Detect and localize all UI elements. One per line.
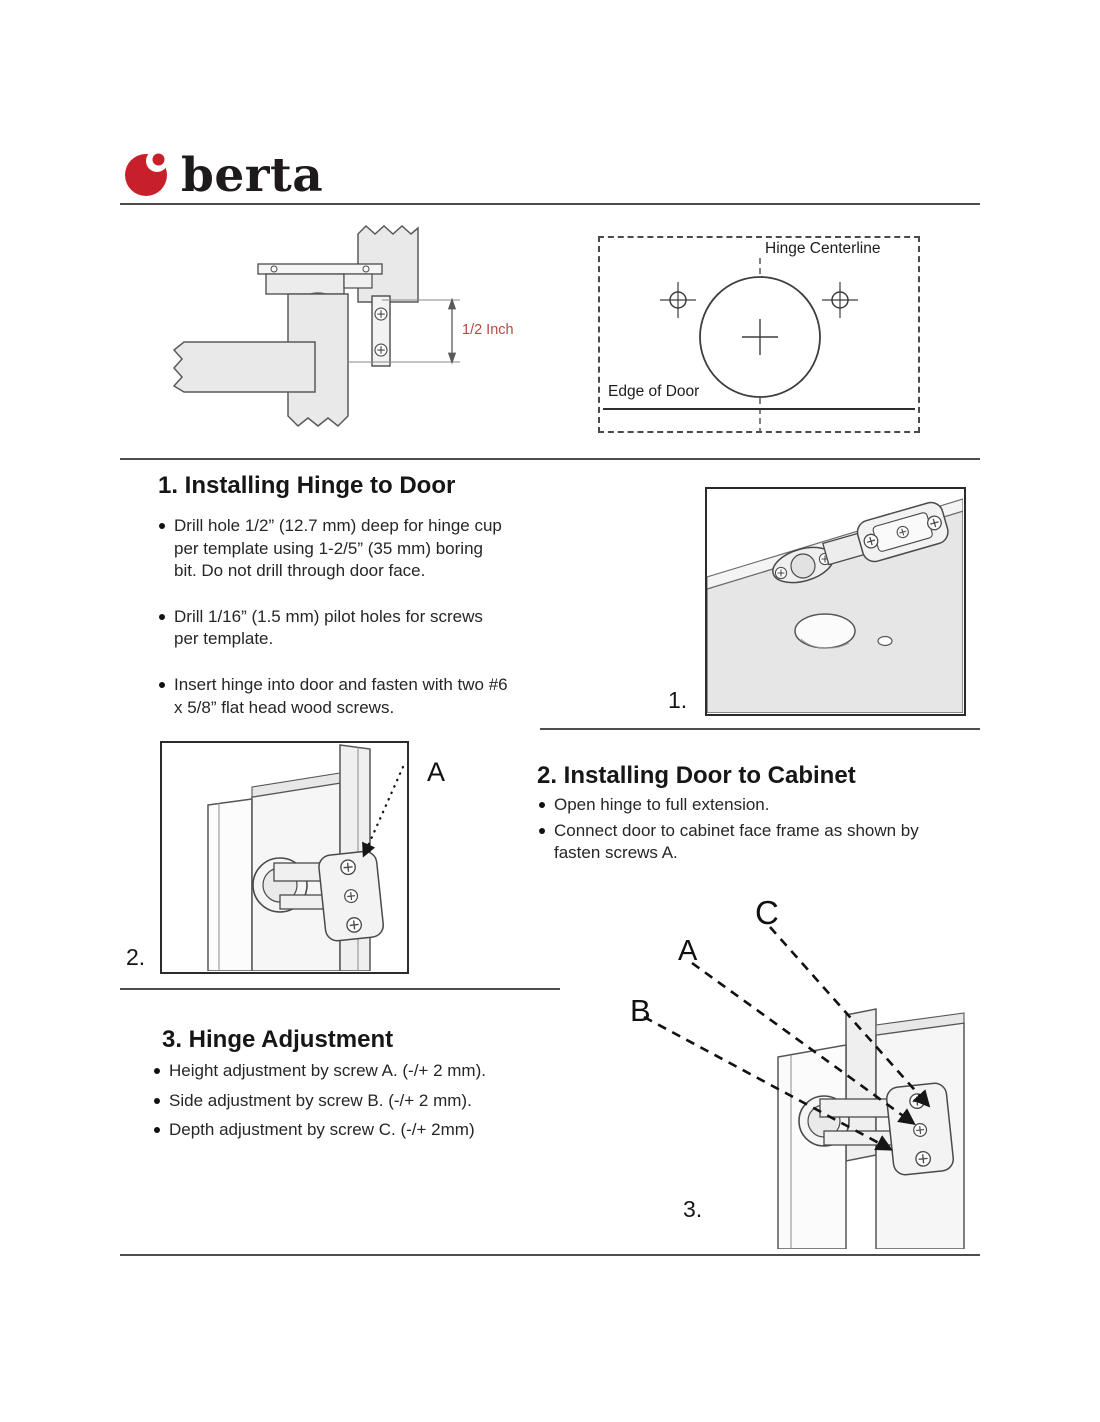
bullet-item: Open hinge to full extension. [537, 794, 969, 817]
hinge-open [798, 1082, 954, 1176]
section3-title: 3. Hinge Adjustment [162, 1026, 394, 1053]
callout-a-leader [691, 961, 916, 1125]
figure-3-drawing [643, 926, 965, 1249]
cross-section-drawing [172, 224, 460, 428]
section2-title: 2. Installing Door to Cabinet [537, 762, 856, 789]
brand-wordmark: berta [181, 148, 324, 203]
cross-section-figure: 1/2 Inch [140, 220, 530, 452]
cabinet-stile [777, 1044, 847, 1249]
callout-a-leader [362, 765, 405, 858]
mid-left-rule [120, 988, 560, 990]
pilot-hole [877, 635, 893, 647]
figure-3-callout-c: C [755, 894, 779, 931]
figure-2-drawing [207, 744, 405, 971]
section2-bullet-list: Open hinge to full extension. Connect do… [537, 794, 969, 865]
section1-top-rule [120, 458, 980, 460]
figure-1 [705, 487, 966, 716]
bullet-item: Side adjustment by screw B. (-/+ 2 mm). [152, 1090, 582, 1113]
figure-3: C A B 3. [628, 893, 984, 1249]
header-rule [120, 203, 980, 205]
screw-position-right [822, 282, 858, 318]
bullet-item: Drill hole 1/2” (12.7 mm) deep for hinge… [157, 515, 509, 583]
section1-bullet-list: Drill hole 1/2” (12.7 mm) deep for hinge… [157, 515, 509, 719]
screw-position-left [660, 282, 696, 318]
figure-1-label: 1. [668, 687, 688, 713]
figure-1-drawing [707, 498, 963, 713]
center-cross [742, 319, 778, 355]
mid-right-rule [540, 728, 980, 730]
figure-2 [160, 741, 409, 974]
hinge-open [252, 850, 385, 942]
brand-logo: berta [122, 148, 323, 203]
door-board [287, 293, 349, 428]
figure-3-callout-b: B [630, 993, 651, 1028]
figure-2-callout-a: A [427, 757, 446, 787]
section3-bullet-list: Height adjustment by screw A. (-/+ 2 mm)… [152, 1060, 582, 1142]
figure-2-label: 2. [126, 944, 146, 970]
centerline-label: Hinge Centerline [765, 240, 881, 257]
template-drawing [603, 258, 915, 431]
bullet-item: Height adjustment by screw A. (-/+ 2 mm)… [152, 1060, 582, 1083]
template-figure: Hinge Centerline Edge of Door [598, 236, 920, 433]
section1-title: 1. Installing Hinge to Door [158, 472, 456, 499]
cabinet-stile [207, 798, 253, 971]
face-frame-board [357, 224, 419, 303]
callout-b-leader [643, 1015, 893, 1151]
bullet-item: Drill 1/16” (1.5 mm) pilot holes for scr… [157, 606, 509, 651]
bullet-item: Insert hinge into door and fasten with t… [157, 674, 509, 719]
side-panel-board [172, 341, 316, 393]
figure-3-label: 3. [683, 1196, 703, 1222]
callout-c-leader [769, 926, 931, 1108]
door-top-edge [875, 1012, 965, 1036]
dimension-label: 1/2 Inch [462, 322, 514, 338]
bullet-item: Connect door to cabinet face frame as sh… [537, 820, 969, 865]
edge-of-door-label: Edge of Door [608, 383, 700, 400]
hinge-assembly [772, 501, 949, 584]
figure-3-callout-a: A [678, 935, 698, 967]
bottom-rule [120, 1254, 980, 1256]
cup-hole [794, 613, 856, 649]
brand-logo-icon [122, 148, 172, 203]
bullet-item: Depth adjustment by screw C. (-/+ 2mm) [152, 1119, 582, 1142]
mounting-plate-edge [371, 295, 391, 367]
